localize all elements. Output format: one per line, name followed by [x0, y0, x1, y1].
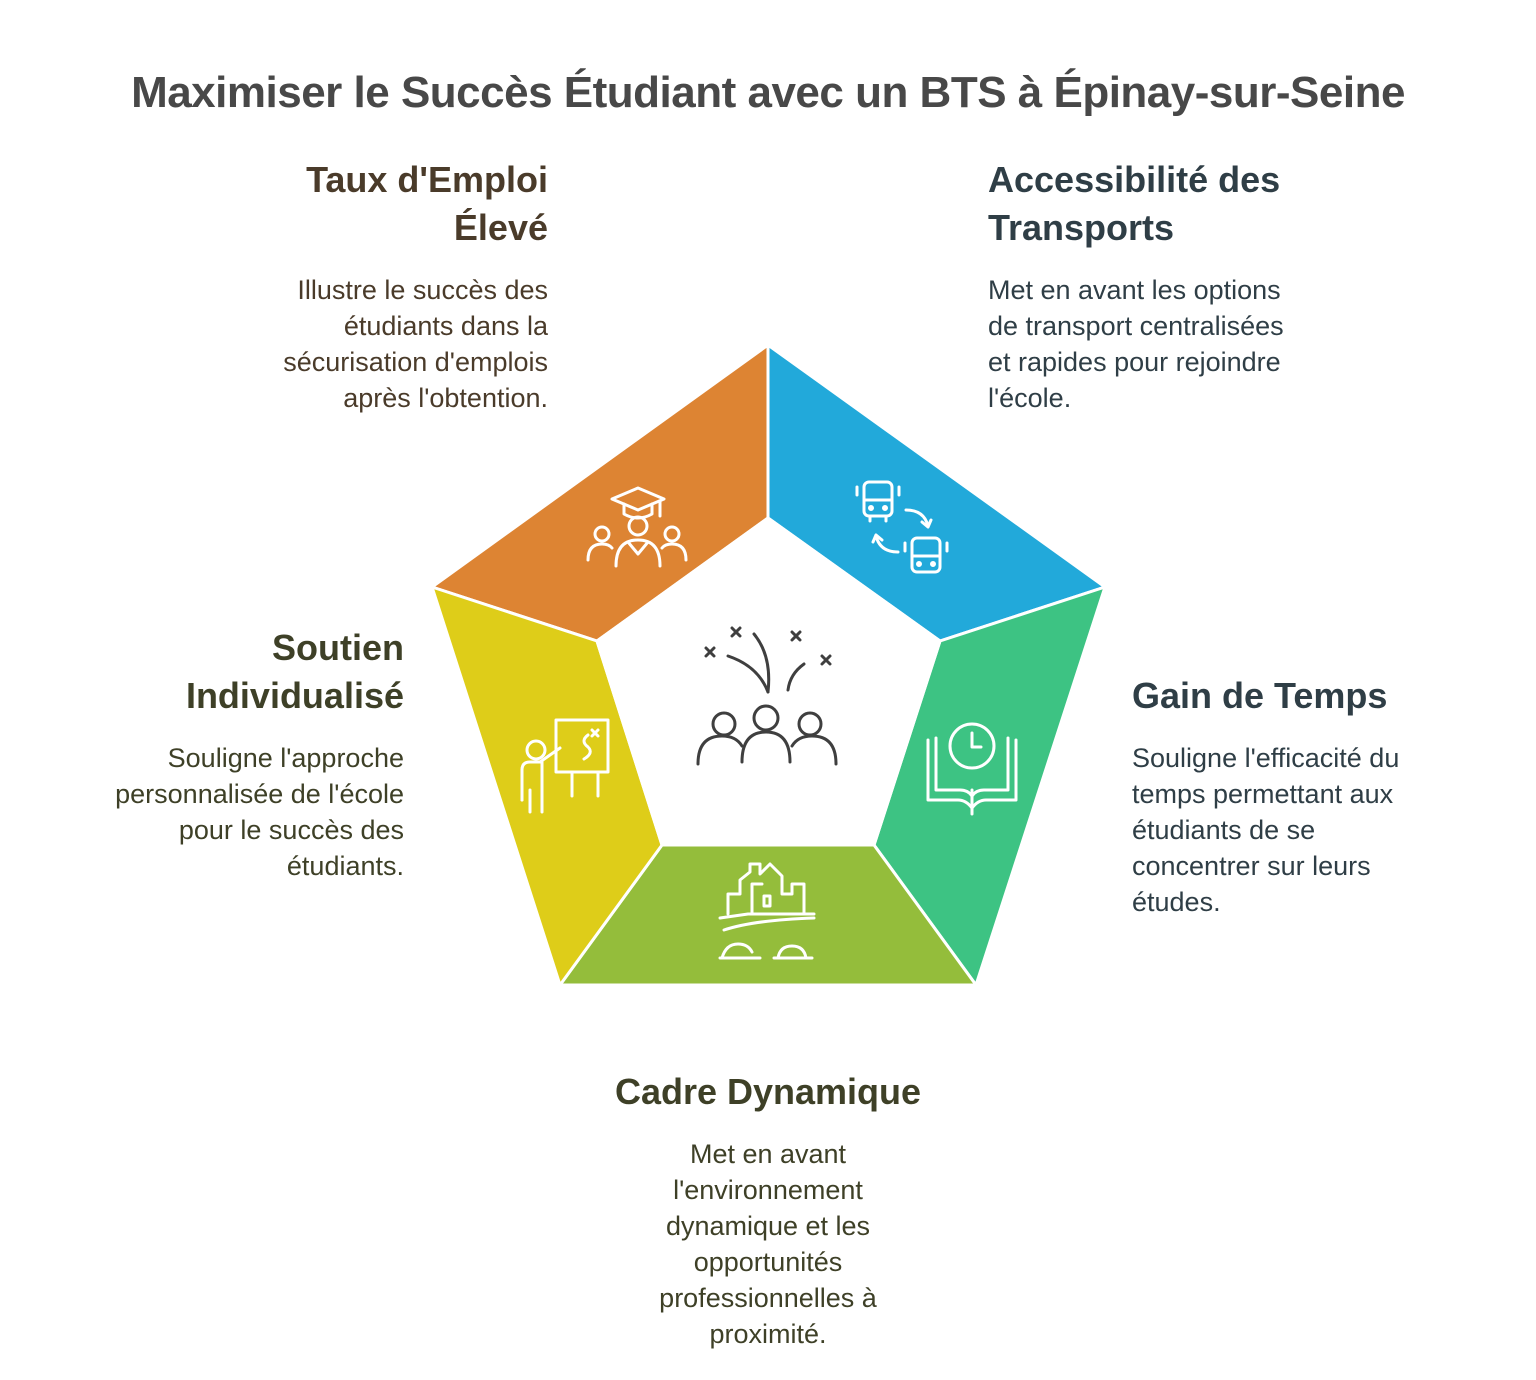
transports-text-block: Accessibilité des Transports Met en avan…	[988, 156, 1408, 416]
cadre-desc-line: professionnelles à	[659, 1283, 877, 1313]
soutien-description: Souligne l'approche personnalisée de l'é…	[40, 740, 404, 884]
emploi-text-block: Taux d'Emploi Élevé Illustre le succès d…	[200, 156, 548, 416]
emploi-title: Taux d'Emploi Élevé	[200, 156, 548, 252]
emploi-desc-line: étudiants dans la	[343, 311, 548, 341]
emploi-desc-line: sécurisation d'emplois	[283, 347, 548, 377]
cadre-description: Met en avant l'environnement dynamique e…	[568, 1136, 968, 1352]
soutien-desc-line: pour le succès des	[178, 815, 404, 845]
soutien-desc-line: personnalisée de l'école	[115, 779, 404, 809]
temps-title-line1: Gain de Temps	[1132, 675, 1388, 716]
temps-description: Souligne l'efficacité du temps permettan…	[1132, 740, 1512, 920]
transports-title-line1: Accessibilité des	[988, 159, 1281, 200]
bus-transfer-icon	[855, 480, 949, 574]
transports-description: Met en avant les options de transport ce…	[988, 272, 1408, 416]
cadre-desc-line: Met en avant	[689, 1139, 847, 1169]
transports-title: Accessibilité des Transports	[988, 156, 1408, 252]
temps-desc-line: concentrer sur leurs	[1132, 851, 1371, 881]
emploi-desc-line: Illustre le succès des	[297, 275, 548, 305]
temps-desc-line: temps permettant aux	[1132, 779, 1394, 809]
temps-text-block: Gain de Temps Souligne l'efficacité du t…	[1132, 672, 1512, 920]
soutien-title-line2: Individualisé	[185, 675, 404, 716]
soutien-text-block: Soutien Individualisé Souligne l'approch…	[40, 624, 404, 884]
transports-desc-line: l'école.	[988, 383, 1072, 413]
cadre-desc-line: dynamique et les	[665, 1211, 871, 1241]
cadre-title: Cadre Dynamique	[568, 1068, 968, 1116]
city-riverside-icon	[718, 862, 816, 960]
transports-desc-line: de transport centralisées	[988, 311, 1284, 341]
emploi-title-line2: Élevé	[453, 207, 548, 248]
teacher-board-icon	[520, 718, 610, 814]
transports-desc-line: Met en avant les options	[988, 275, 1281, 305]
emploi-description: Illustre le succès des étudiants dans la…	[200, 272, 548, 416]
soutien-desc-line: étudiants.	[286, 851, 404, 881]
emploi-desc-line: après l'obtention.	[343, 383, 548, 413]
cadre-desc-line: l'environnement	[673, 1175, 863, 1205]
graduate-students-icon	[586, 486, 688, 568]
page-title: Maximiser le Succès Étudiant avec un BTS…	[131, 68, 1405, 117]
cadre-desc-line: proximité.	[709, 1319, 827, 1349]
transports-title-line2: Transports	[988, 207, 1175, 248]
cadre-text-block: Cadre Dynamique Met en avant l'environne…	[568, 1068, 968, 1352]
temps-desc-line: études.	[1132, 887, 1221, 917]
cadre-title-line1: Cadre Dynamique	[614, 1071, 922, 1112]
clock-book-icon	[926, 722, 1018, 816]
soutien-title: Soutien Individualisé	[40, 624, 404, 720]
temps-title: Gain de Temps	[1132, 672, 1512, 720]
emploi-title-line1: Taux d'Emploi	[306, 159, 548, 200]
soutien-title-line1: Soutien	[272, 627, 404, 668]
temps-desc-line: étudiants de se	[1132, 815, 1316, 845]
cadre-desc-line: opportunités	[693, 1247, 843, 1277]
transports-desc-line: et rapides pour rejoindre	[988, 347, 1281, 377]
soutien-desc-line: Souligne l'approche	[167, 743, 404, 773]
temps-desc-line: Souligne l'efficacité du	[1132, 743, 1400, 773]
celebrating-group-icon	[696, 626, 838, 766]
